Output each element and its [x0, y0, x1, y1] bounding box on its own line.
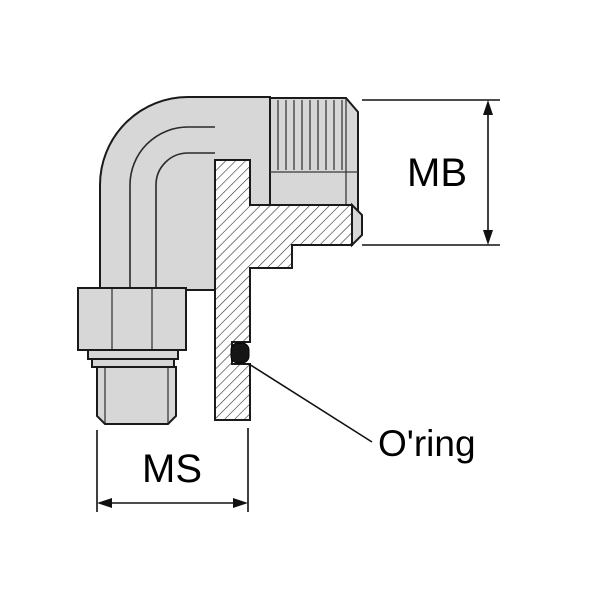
bend-contour-line-outer	[129, 126, 215, 288]
washer-lower	[91, 358, 175, 368]
dimension-ms: MS	[96, 428, 249, 512]
bend-contour-line-inner	[155, 152, 215, 288]
section-hatch	[214, 159, 353, 421]
oring-leader-line	[248, 363, 373, 443]
oring-seal	[230, 342, 250, 364]
mb-label: MB	[407, 151, 467, 195]
dimension-mb: MB	[362, 99, 500, 246]
annotation-oring: O'ring	[248, 363, 476, 464]
hex-nut	[77, 287, 187, 351]
ms-arrowhead-left	[97, 498, 112, 508]
elbow-body	[99, 96, 271, 291]
washer-upper	[87, 349, 179, 360]
mb-arrowhead-bottom	[483, 230, 493, 245]
ms-label: MS	[142, 447, 202, 491]
fitting-drawing	[77, 96, 363, 425]
thread-lines-right	[270, 99, 358, 244]
oring-label: O'ring	[378, 423, 476, 464]
male-thread-bottom	[96, 366, 177, 425]
mb-arrowhead-top	[483, 100, 493, 115]
ms-arrowhead-right	[233, 498, 248, 508]
